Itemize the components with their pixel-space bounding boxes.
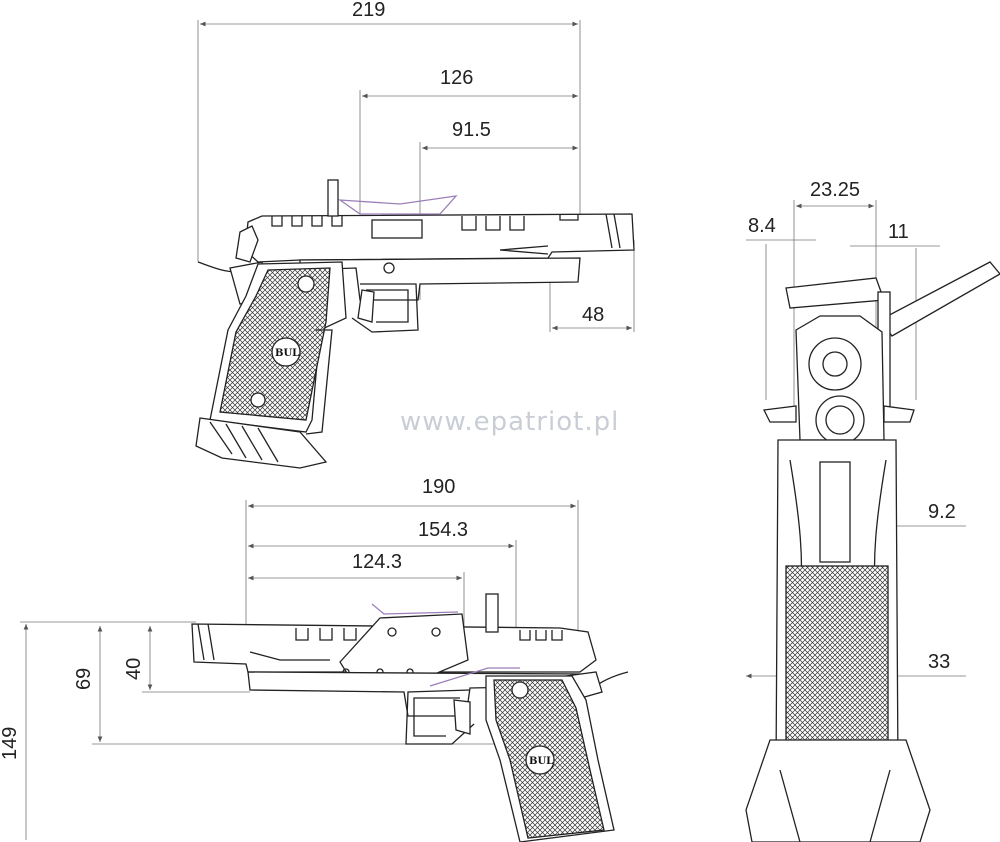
dim-span-b: 124.3 [352, 551, 402, 573]
dim-offset-left: 8.4 [748, 215, 776, 237]
rear-optic-plate [785, 277, 885, 309]
grip-screw-top [297, 275, 315, 293]
frame-accent [429, 667, 520, 687]
watermark-text: www.epatriot.pl [400, 407, 619, 437]
side-view-right: 219 126 91.5 48 [195, 0, 635, 469]
slide [244, 213, 635, 263]
dim-span-a: 154.3 [418, 519, 468, 541]
dim-grip-width: 33 [928, 651, 950, 673]
rear-sight-dot [822, 351, 848, 377]
slide-left-cuts [197, 623, 563, 661]
safety-right [883, 405, 915, 423]
optic-mount [337, 195, 458, 215]
dim-width-top: 23.25 [810, 179, 860, 201]
trigger-guard [351, 283, 419, 333]
dim-thickness: 9.2 [928, 501, 956, 523]
hammer [235, 225, 259, 263]
dim-overall-length: 219 [352, 0, 385, 21]
charging-lever-left [485, 593, 499, 633]
trigger [357, 289, 375, 323]
dim-muzzle-drop: 48 [582, 304, 604, 326]
dim-front-span: 126 [440, 67, 473, 89]
safety-left [763, 405, 797, 423]
svg-text:BUL: BUL [275, 348, 299, 359]
rear-slide [795, 315, 885, 441]
charging-lever [327, 179, 339, 217]
rear-lever-arm [879, 261, 1000, 337]
dim-height-total: 149 [0, 727, 21, 760]
rear-grip-checker [785, 565, 889, 775]
dim-offset-right: 11 [888, 221, 909, 243]
rear-mainspring-housing [819, 461, 851, 563]
svg-text:BUL: BUL [529, 756, 553, 767]
slide-cuts [271, 213, 621, 255]
magwell [195, 417, 328, 469]
dim-mid-span: 91.5 [452, 119, 491, 141]
dim-height-mid: 69 [73, 668, 95, 690]
rear-magwell [745, 739, 931, 842]
dim-slide-length: 190 [422, 476, 455, 498]
bul-badge-left: BUL [525, 745, 555, 775]
bul-badge: BUL [271, 337, 301, 367]
rear-sight-ring [808, 337, 862, 391]
grip-screw-bottom [250, 392, 266, 408]
optic-lever [371, 603, 459, 615]
trigger-guard-left [405, 689, 475, 745]
grip-screw-left-top [511, 681, 529, 699]
rear-view: 23.25 8.4 11 9.2 33 [745, 179, 1000, 842]
trigger-left [453, 699, 471, 735]
optic-plate [339, 613, 469, 679]
pin [383, 262, 395, 274]
dim-height-slide: 40 [123, 658, 145, 680]
side-view-left: 190 154.3 124.3 149 69 40 [0, 476, 629, 842]
